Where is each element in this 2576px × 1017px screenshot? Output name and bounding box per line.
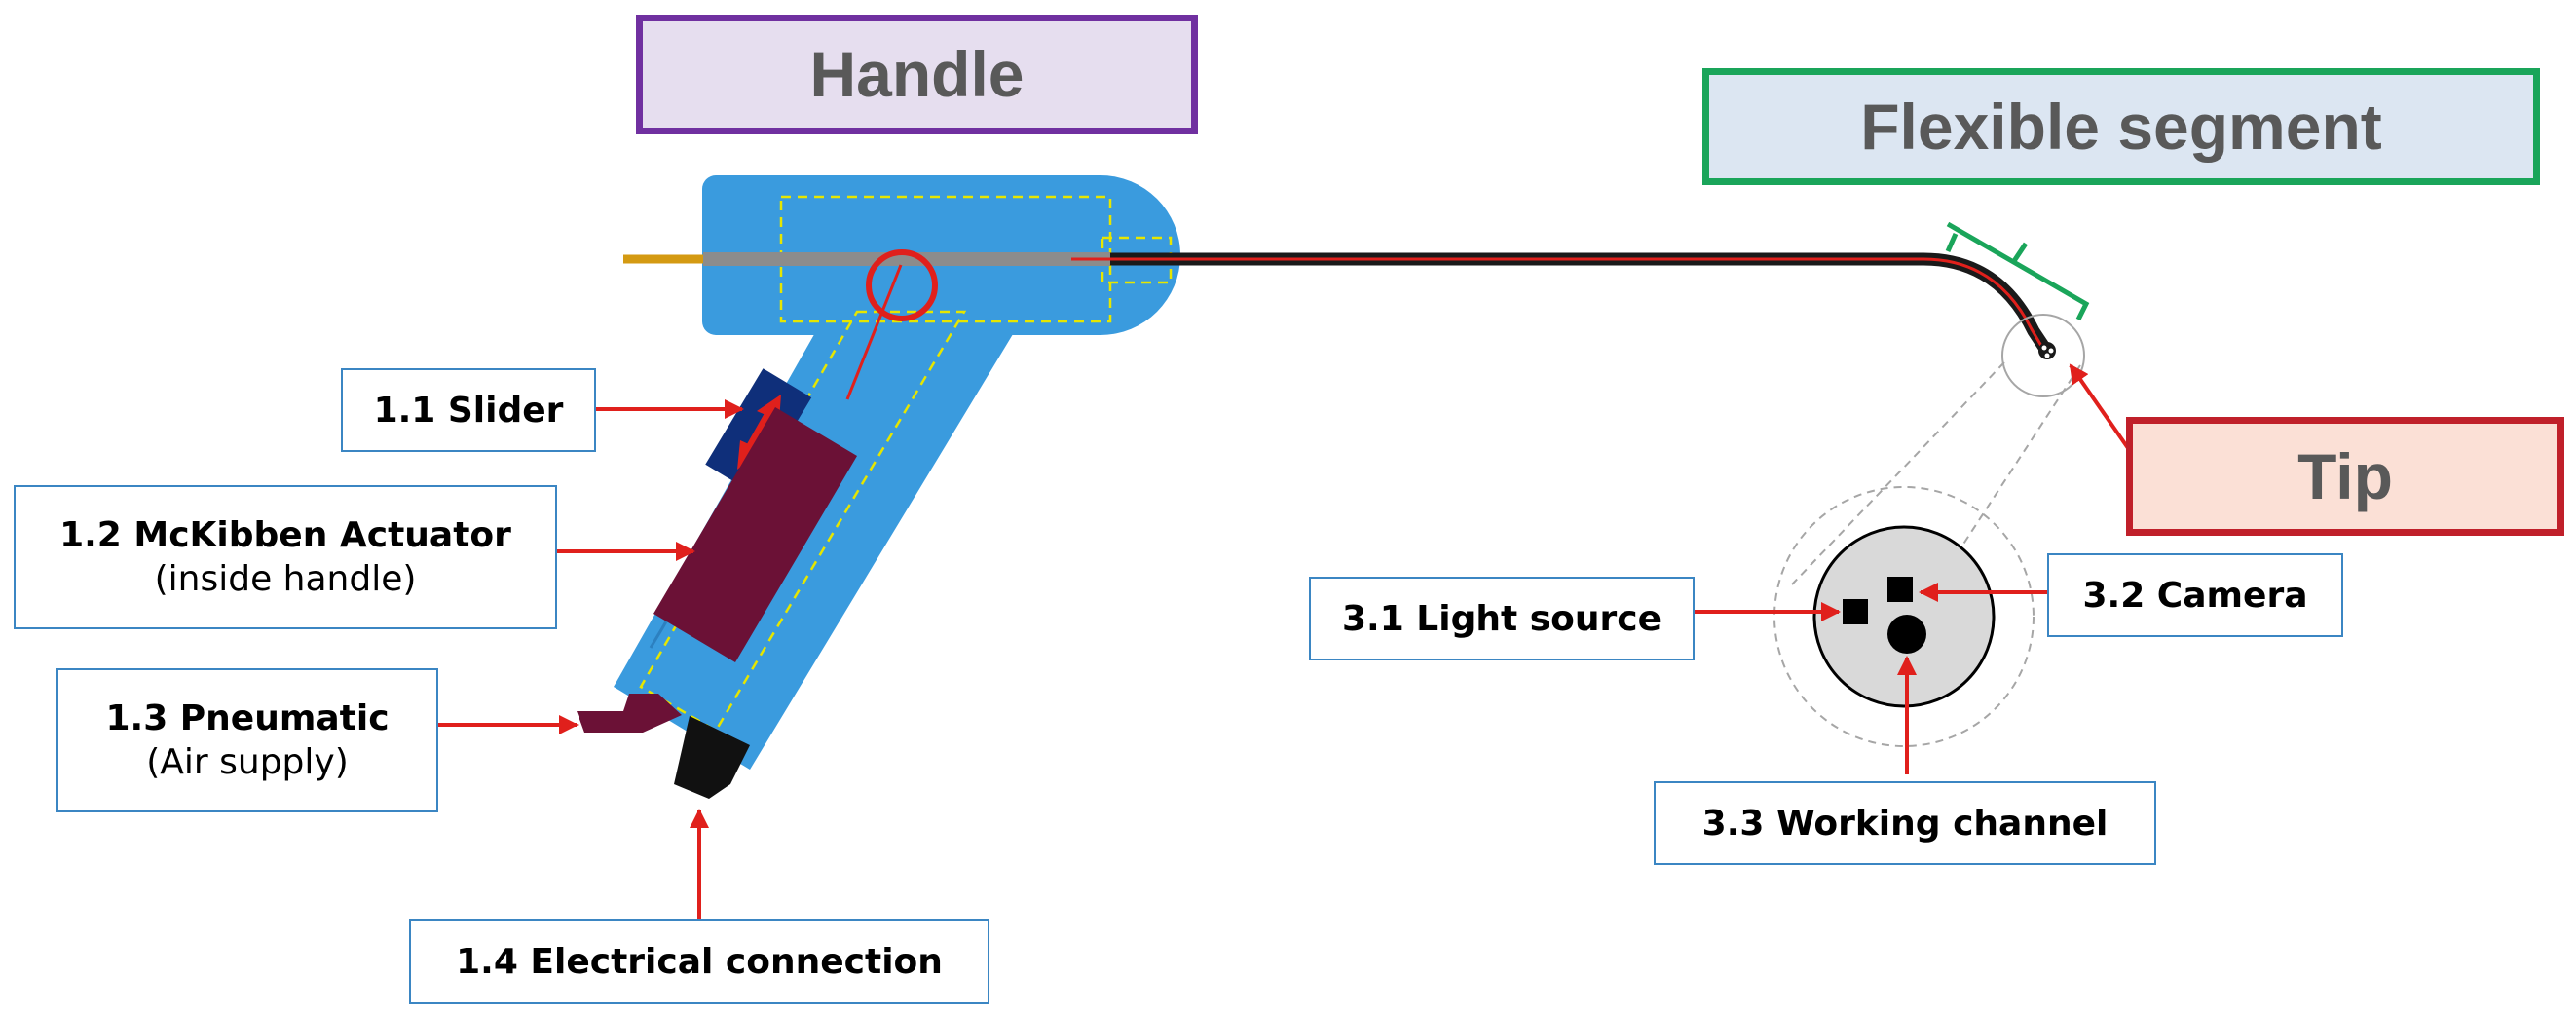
electrical-label-text: 1.4 Electrical connection <box>456 941 943 982</box>
flexible-bracket <box>1945 221 2090 321</box>
tip-header: Tip <box>2126 417 2564 536</box>
camera-label-text: 3.2 Camera <box>2082 575 2308 616</box>
tip-zoom-small <box>2001 314 2085 397</box>
handle-header: Handle <box>636 15 1198 134</box>
light-source-mark <box>1843 599 1868 624</box>
zoom-guide-right <box>1961 364 2081 546</box>
actuator-label-text: 1.2 McKibben Actuator <box>59 515 511 555</box>
cable-wire <box>1071 257 2043 347</box>
working-channel-mark <box>1887 615 1926 654</box>
tip-zoom-large <box>1773 486 2035 747</box>
callout-arrows <box>438 363 2130 919</box>
arrow-tip <box>2069 363 2130 450</box>
camera-mark <box>1887 577 1913 602</box>
actuator-label-note: (inside handle) <box>154 559 417 599</box>
pneumatic-connector <box>577 694 682 733</box>
tip-header-text: Tip <box>2297 439 2393 512</box>
handle-grip <box>614 302 1032 770</box>
slider-label-text: 1.1 Slider <box>373 390 564 431</box>
actuator-label: 1.2 McKibben Actuator (inside handle) <box>14 485 557 629</box>
working-channel-label: 3.3 Working channel <box>1654 781 2156 865</box>
electrical-label: 1.4 Electrical connection <box>409 919 989 1004</box>
working-channel-label-text: 3.3 Working channel <box>1701 803 2109 844</box>
flexible-cable <box>1110 252 2051 353</box>
light-source-label-text: 3.1 Light source <box>1341 598 1662 639</box>
flexible-segment-header-text: Flexible segment <box>1860 90 2382 163</box>
flexible-segment-header: Flexible segment <box>1702 68 2540 185</box>
pneumatic-label-note: (Air supply) <box>146 742 349 782</box>
actuator-wire <box>845 264 903 400</box>
light-source-label: 3.1 Light source <box>1309 577 1695 660</box>
slider-label: 1.1 Slider <box>341 368 596 452</box>
joint-ring <box>866 249 938 321</box>
electrical-connector <box>674 716 750 799</box>
pneumatic-label-text: 1.3 Pneumatic <box>105 698 390 738</box>
pneumatic-label: 1.3 Pneumatic (Air supply) <box>56 668 438 812</box>
grip-inner-outline <box>639 310 967 733</box>
camera-label: 3.2 Camera <box>2047 553 2343 637</box>
handle-header-text: Handle <box>809 38 1025 111</box>
mckibben-actuator <box>653 407 857 662</box>
zoom-guide-left <box>1791 361 2005 585</box>
